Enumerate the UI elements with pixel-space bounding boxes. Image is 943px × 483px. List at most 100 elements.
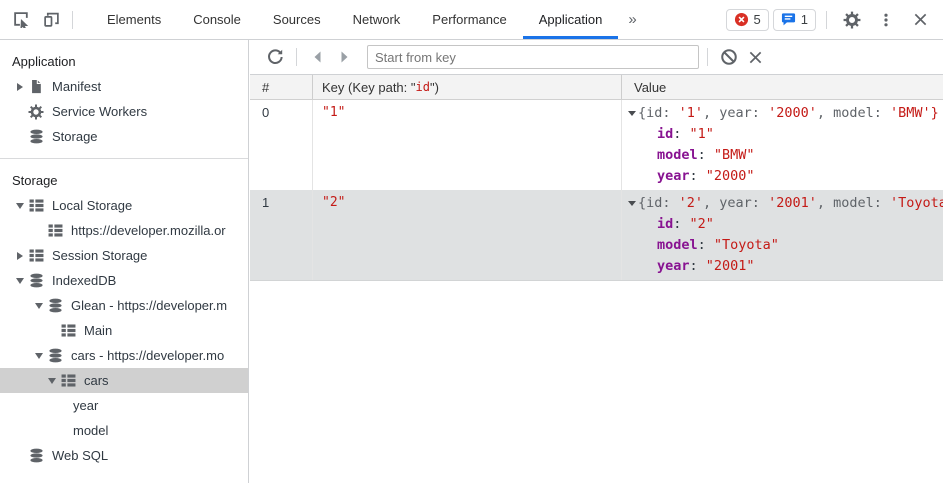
sidebar-item-glean-db[interactable]: Glean - https://developer.m [0, 293, 248, 318]
row-value-cell: {id: '1', year: '2000', model: 'BMW'} id… [622, 100, 943, 190]
sidebar-item-label: Service Workers [52, 104, 148, 119]
row-key-cell: "1" [313, 100, 622, 190]
clear-object-store-button[interactable] [742, 44, 768, 70]
sidebar-item-label: year [73, 398, 99, 413]
sidebar-item-service-workers[interactable]: Service Workers [0, 99, 248, 124]
object-property: year: "2001" [657, 258, 755, 274]
settings-gear-icon [843, 11, 861, 29]
table-row[interactable]: 0 "1" {id: '1', year: '2000', model: 'BM… [250, 100, 943, 190]
tab-application[interactable]: Application [522, 0, 619, 39]
sidebar-item-local-storage-origin[interactable]: https://developer.mozilla.or [0, 218, 248, 243]
error-count: 5 [753, 12, 761, 27]
close-devtools-button[interactable] [905, 6, 935, 34]
sidebar-item-local-storage[interactable]: Local Storage [0, 193, 248, 218]
tab-sources[interactable]: Sources [272, 12, 321, 27]
sidebar-item-cars-db[interactable]: cars - https://developer.mo [0, 343, 248, 368]
customize-devtools-button[interactable] [871, 6, 901, 34]
sidebar-item-label: Web SQL [52, 448, 109, 463]
gear-icon [28, 104, 44, 120]
sidebar-item-storage[interactable]: Storage [0, 124, 248, 149]
row-index-cell: 0 [250, 100, 313, 190]
sidebar-item-index-model[interactable]: model [0, 418, 248, 443]
forward-arrow-icon [336, 49, 352, 65]
tab-network[interactable]: Network [352, 12, 401, 27]
chevron-down-icon[interactable] [628, 111, 638, 116]
chevron-down-icon[interactable] [31, 302, 47, 309]
chevron-right-icon[interactable] [12, 82, 28, 91]
object-preview[interactable]: {id: '1', year: '2000', model: 'BMW'} [628, 103, 943, 124]
key-path-value: id [415, 80, 430, 94]
table-row[interactable]: 1 "2" {id: '2', year: '2001', model: 'To… [250, 190, 943, 281]
sidebar-item-label: cars - https://developer.mo [71, 348, 225, 363]
chevron-down-icon[interactable] [12, 277, 28, 284]
column-header-key[interactable]: Key (Key path: "id") [313, 75, 622, 99]
refresh-icon [266, 48, 284, 66]
toolbar-divider [296, 48, 297, 66]
inspect-element-button[interactable] [6, 6, 36, 34]
chevron-right-icon[interactable] [12, 251, 28, 260]
error-icon [734, 12, 749, 27]
sidebar-item-label: Main [84, 323, 113, 338]
table-icon [47, 223, 63, 239]
table-icon [60, 373, 76, 389]
column-header-value[interactable]: Value [634, 79, 667, 95]
sidebar-item-label: model [73, 423, 109, 438]
database-icon [47, 298, 63, 314]
issues-count-badge[interactable]: 1 [772, 8, 816, 31]
toolbar-divider [707, 48, 708, 66]
object-preview[interactable]: {id: '2', year: '2001', model: 'Toyota'} [628, 193, 943, 214]
chevron-down-icon[interactable] [44, 377, 60, 384]
clear-icon [748, 50, 763, 65]
tab-performance[interactable]: Performance [432, 12, 507, 27]
sidebar-item-label: cars [84, 373, 109, 388]
sidebar-item-label: Session Storage [52, 248, 148, 263]
object-property: id: "2" [657, 216, 714, 232]
previous-page-button[interactable] [305, 44, 331, 70]
column-header-index[interactable]: # [250, 75, 313, 99]
chevron-down-icon[interactable] [12, 202, 28, 209]
more-tabs-button[interactable]: » [628, 11, 637, 28]
issue-count: 1 [800, 12, 808, 27]
toggle-device-toolbar-button[interactable] [36, 6, 66, 34]
sidebar-item-manifest[interactable]: Manifest [0, 74, 248, 99]
kebab-menu-icon [878, 12, 894, 28]
sidebar-section-application: Application Manifest [0, 49, 248, 159]
sidebar-item-index-year[interactable]: year [0, 393, 248, 418]
sidebar-item-label: Glean - https://developer.m [71, 298, 228, 313]
database-icon [28, 448, 44, 464]
toolbar-divider [826, 10, 827, 29]
back-arrow-icon [310, 49, 326, 65]
chevron-down-icon[interactable] [628, 201, 638, 206]
table-icon [28, 198, 44, 214]
object-store-toolbar [250, 40, 943, 75]
refresh-button[interactable] [262, 44, 288, 70]
toolbar-divider [72, 10, 73, 29]
row-key-cell: "2" [313, 190, 622, 280]
next-page-button[interactable] [331, 44, 357, 70]
panel-tabs: Elements Console Sources Network Perform… [91, 0, 647, 39]
sidebar-item-web-sql[interactable]: Web SQL [0, 443, 248, 468]
toolbar-right-controls: 5 1 [725, 6, 943, 34]
issues-icon [781, 12, 796, 27]
section-header-storage: Storage [12, 173, 58, 188]
tab-elements[interactable]: Elements [107, 12, 162, 27]
object-property: model: "BMW" [657, 147, 755, 163]
sidebar-item-session-storage[interactable]: Session Storage [0, 243, 248, 268]
sidebar-item-cars-store[interactable]: cars [0, 368, 248, 393]
table-icon [28, 248, 44, 264]
row-value-cell: {id: '2', year: '2001', model: 'Toyota'}… [622, 190, 943, 280]
delete-selected-button[interactable] [716, 44, 742, 70]
section-header-application: Application [12, 54, 76, 69]
sidebar-item-label: https://developer.mozilla.or [71, 223, 226, 238]
sidebar-item-indexeddb[interactable]: IndexedDB [0, 268, 248, 293]
object-property: id: "1" [657, 126, 714, 142]
tab-console[interactable]: Console [193, 12, 241, 27]
start-from-key-input[interactable] [367, 45, 699, 69]
settings-button[interactable] [837, 6, 867, 34]
chevron-down-icon[interactable] [31, 352, 47, 359]
error-count-badge[interactable]: 5 [725, 8, 769, 31]
sidebar-item-main-store[interactable]: Main [0, 318, 248, 343]
active-tab-underline [522, 36, 619, 39]
block-icon [720, 48, 738, 66]
